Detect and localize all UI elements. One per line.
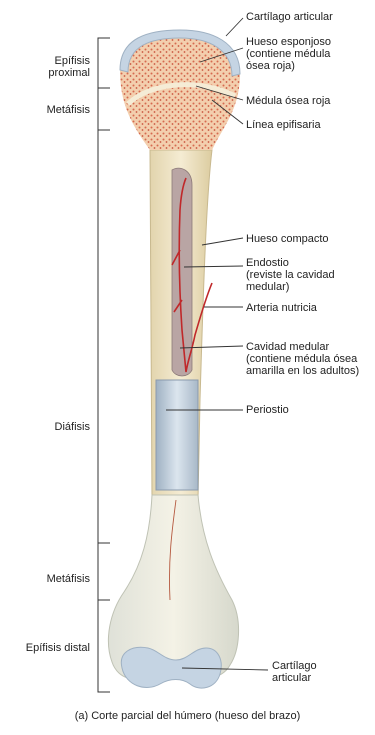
label-cartilago-articular-bottom-line2: articular bbox=[272, 672, 317, 684]
label-cavidad-medular-line1: Cavidad medular bbox=[246, 341, 359, 353]
label-endostio: Endostio (reviste la cavidad medular) bbox=[246, 257, 335, 293]
region-metafisis-top: Metáfisis bbox=[24, 104, 90, 116]
label-endostio-line3: medular) bbox=[246, 281, 335, 293]
label-hueso-compacto: Hueso compacto bbox=[246, 233, 329, 245]
periosteum-sleeve bbox=[156, 380, 198, 490]
label-periostio: Periostio bbox=[246, 404, 289, 416]
region-epifisis-proximal-line2: proximal bbox=[24, 67, 90, 79]
label-cavidad-medular: Cavidad medular (contiene médula ósea am… bbox=[246, 341, 359, 377]
region-diafisis: Diáfisis bbox=[24, 421, 90, 433]
label-hueso-esponjoso-line2: (contiene médula bbox=[246, 48, 331, 60]
label-hueso-esponjoso-line3: ósea roja) bbox=[246, 60, 331, 72]
region-epifisis-proximal-line1: Epífisis bbox=[24, 55, 90, 67]
label-endostio-line1: Endostio bbox=[246, 257, 335, 269]
label-cavidad-medular-line2: (contiene médula ósea bbox=[246, 353, 359, 365]
label-cavidad-medular-line3: amarilla en los adultos) bbox=[246, 365, 359, 377]
region-epifisis-proximal: Epífisis proximal bbox=[24, 55, 90, 79]
label-endostio-line2: (reviste la cavidad bbox=[246, 269, 335, 281]
label-cartilago-articular-bottom: Cartílago articular bbox=[272, 660, 317, 684]
label-hueso-esponjoso-line1: Hueso esponjoso bbox=[246, 36, 331, 48]
label-hueso-esponjoso: Hueso esponjoso (contiene médula ósea ro… bbox=[246, 36, 331, 72]
label-cartilago-articular-top: Cartílago articular bbox=[246, 11, 333, 23]
region-metafisis-bottom: Metáfisis bbox=[24, 573, 90, 585]
region-brackets bbox=[98, 38, 110, 692]
medullary-cavity bbox=[172, 168, 192, 376]
label-medula-osea-roja: Médula ósea roja bbox=[246, 95, 330, 107]
label-cartilago-articular-bottom-line1: Cartílago bbox=[272, 660, 317, 672]
figure-caption: (a) Corte parcial del húmero (hueso del … bbox=[0, 710, 375, 722]
label-arteria-nutricia: Arteria nutricia bbox=[246, 302, 317, 314]
label-linea-epifisaria: Línea epifisaria bbox=[246, 119, 321, 131]
region-epifisis-distal: Epífisis distal bbox=[10, 642, 90, 654]
